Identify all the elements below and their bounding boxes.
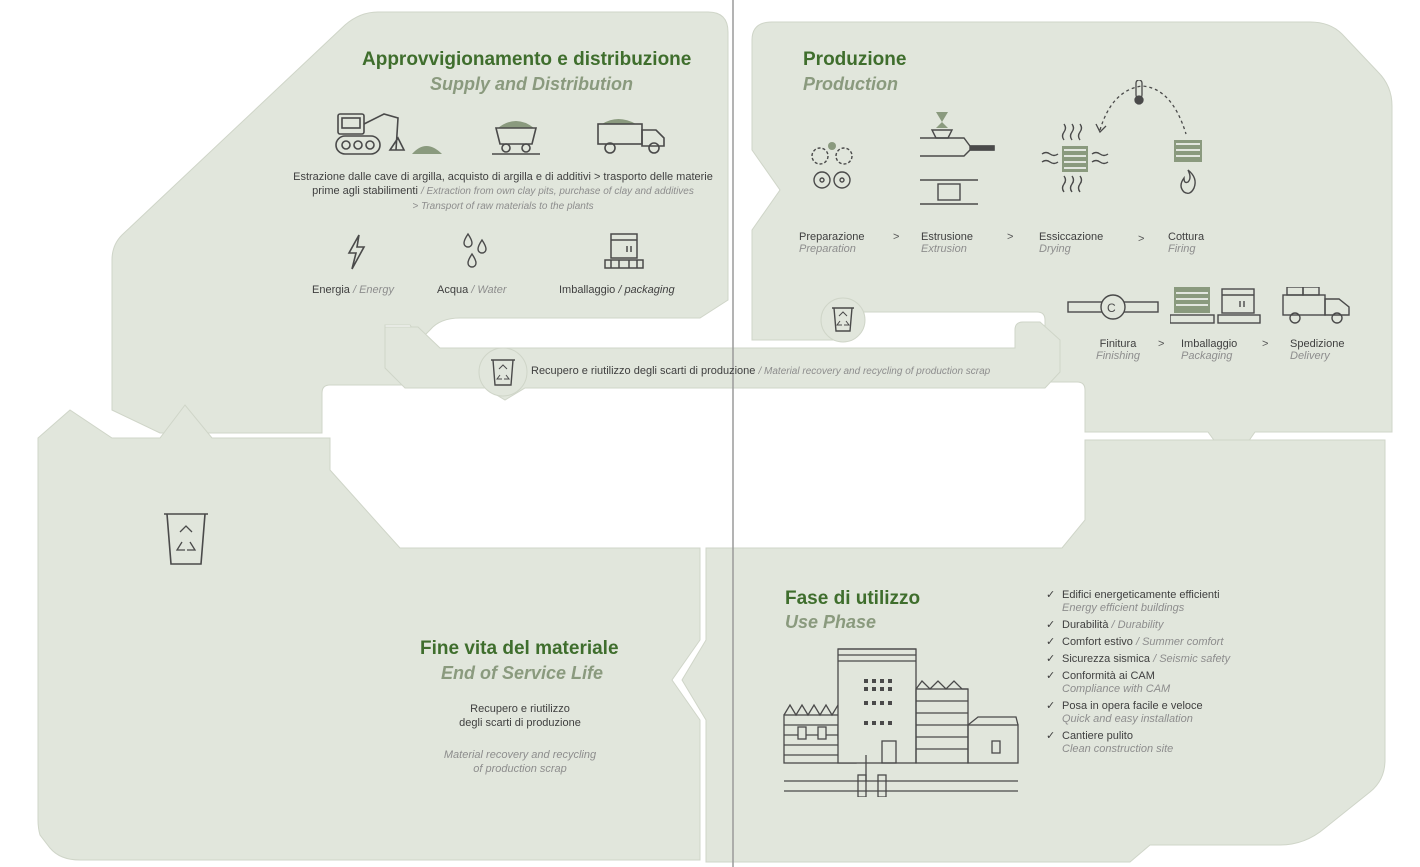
heat-arc-thermometer-icon <box>1092 80 1192 140</box>
supply-subtitle: Supply and Distribution <box>430 74 633 94</box>
buildings-illustration-icon <box>782 645 1022 797</box>
benefit-item: ✓ Conformità ai CAM Compliance with CAM <box>1046 670 1171 695</box>
benefit-item: ✓ Durabilità / Durability <box>1046 619 1164 631</box>
pallet-box-icon <box>603 230 645 272</box>
recycle-bin-icon <box>488 355 518 387</box>
step-separator: > <box>1158 338 1165 350</box>
check-icon: ✓ <box>1046 653 1056 665</box>
finishing-grinder-icon: C <box>1066 292 1160 322</box>
check-icon: ✓ <box>1046 730 1056 742</box>
check-icon: ✓ <box>1046 700 1056 712</box>
svg-text:C: C <box>1107 301 1116 315</box>
drying-icon <box>1040 120 1112 198</box>
extruder-icon <box>918 108 996 218</box>
supply-panel <box>111 11 729 434</box>
supply-title: Approvvigionamento e distribuzione <box>362 49 692 70</box>
excavator-icon <box>334 110 449 158</box>
end-of-life-subtitle: End of Service Life <box>441 663 604 683</box>
use-phase-subtitle: Use Phase <box>785 612 877 632</box>
check-icon: ✓ <box>1046 619 1056 631</box>
packaging-pallets-icon <box>1170 285 1262 325</box>
supply-description: Estrazione dalle cave di argilla, acquis… <box>293 171 713 212</box>
use-phase-title: Fase di utilizzo <box>785 588 921 609</box>
end-of-life-title: Fine vita del materiale <box>420 638 619 659</box>
energy-label: Energia / Energy <box>312 284 394 296</box>
check-icon: ✓ <box>1046 670 1056 682</box>
recycle-band <box>384 321 1061 401</box>
large-recycle-bin-icon <box>162 510 210 568</box>
check-icon: ✓ <box>1046 589 1056 601</box>
use-phase-benefits-list: ✓ Edifici energeticamente efficienti Ene… <box>1046 589 1230 760</box>
delivery-truck-icon <box>1281 287 1353 325</box>
benefit-item: ✓ Sicurezza sismica / Seismic safety <box>1046 653 1231 665</box>
lightning-icon <box>345 233 367 271</box>
step-separator: > <box>1262 338 1269 350</box>
benefit-item: ✓ Edifici energeticamente efficienti Ene… <box>1046 589 1220 614</box>
dump-truck-icon <box>596 116 668 156</box>
check-icon: ✓ <box>1046 636 1056 648</box>
end-of-life-panel <box>37 404 701 861</box>
step-separator: > <box>1138 233 1145 245</box>
end-of-life-description: Recupero e riutilizzo degli scarti di pr… <box>443 703 597 775</box>
benefit-item: ✓ Comfort estivo / Summer comfort <box>1046 636 1224 648</box>
recycle-band-text: Recupero e riutilizzo degli scarti di pr… <box>531 365 991 377</box>
recycle-bin-small-icon <box>829 303 857 333</box>
benefit-item: ✓ Cantiere pulito Clean construction sit… <box>1046 730 1174 755</box>
mine-cart-icon <box>492 114 540 156</box>
firing-icon <box>1172 136 1206 198</box>
step-separator: > <box>1007 231 1014 243</box>
benefit-item: ✓ Posa in opera facile e veloce Quick an… <box>1046 700 1203 725</box>
water-drops-icon <box>458 230 494 270</box>
production-title: Produzione <box>803 49 907 70</box>
step-separator: > <box>893 231 900 243</box>
gears-preparation-icon <box>806 140 860 192</box>
packaging-label: Imballaggio / packaging <box>559 284 675 296</box>
production-subtitle: Production <box>803 74 898 94</box>
water-label: Acqua / Water <box>437 284 507 296</box>
production-panel <box>751 21 1393 466</box>
